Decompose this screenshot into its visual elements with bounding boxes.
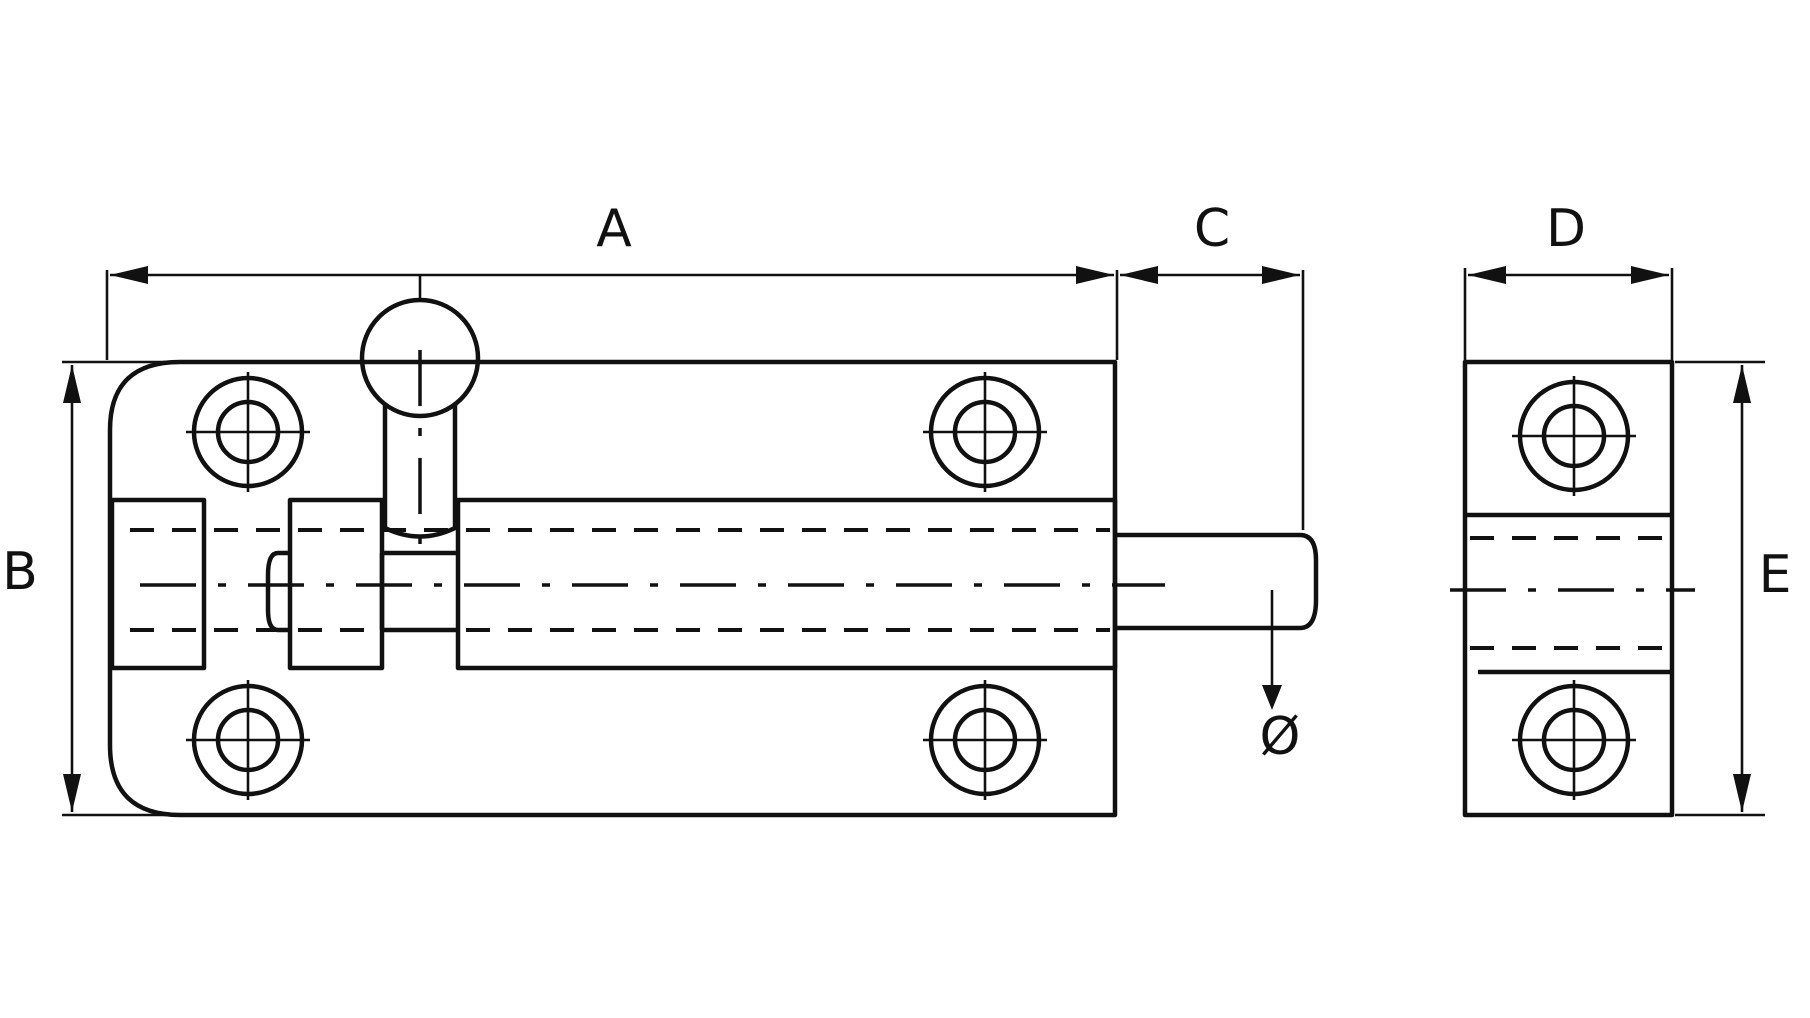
screw-hole-icon (186, 680, 310, 800)
screw-hole-icon (1512, 376, 1636, 496)
front-view (107, 297, 1319, 818)
bolt-tip (1115, 532, 1319, 631)
dimension-label-c: C (1194, 199, 1230, 259)
screw-hole-icon (923, 372, 1047, 492)
side-view (1450, 359, 1695, 818)
bolt-sleeve (455, 497, 1118, 671)
dimension-label-d: D (1546, 199, 1586, 259)
dimension-label-b: B (2, 542, 38, 602)
bolt-rod-visible (265, 550, 290, 633)
screw-hole-icon (1512, 680, 1636, 800)
screw-hole-icon (186, 372, 310, 492)
dimension-label-e: E (1759, 545, 1792, 605)
base-plate (107, 359, 1118, 818)
dimensions: A C B D E Ø (2, 199, 1792, 817)
left-keeper (109, 497, 207, 671)
diameter-label: Ø (1260, 707, 1301, 767)
bolt-rod-join (379, 550, 458, 633)
dimension-label-a: A (596, 199, 632, 259)
screw-hole-icon (923, 680, 1047, 800)
